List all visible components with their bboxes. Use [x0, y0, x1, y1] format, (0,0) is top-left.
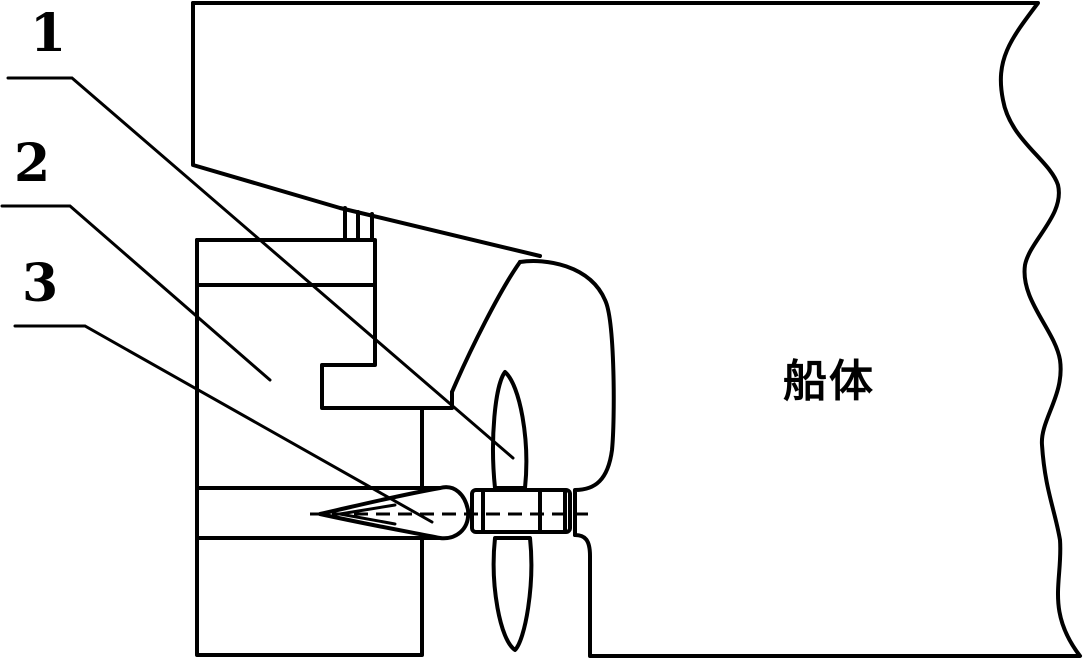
skeg-front-edge — [450, 260, 522, 394]
leader-line-2 — [0, 204, 272, 382]
housing-block — [195, 238, 454, 410]
label-1: 1 — [30, 3, 67, 64]
nozzle-cone — [318, 485, 471, 541]
label-3: 3 — [22, 253, 59, 314]
propeller-upper-blade — [491, 370, 529, 490]
lower-pod-body — [195, 238, 424, 657]
stern-skeg — [518, 259, 616, 537]
hull-bottom-slope — [191, 1, 542, 258]
leader-line-3 — [13, 324, 434, 524]
propeller-lower-blade — [491, 536, 534, 652]
hull-outline — [191, 1, 1082, 658]
label-2: 2 — [14, 133, 51, 194]
leader-line-1 — [6, 76, 515, 460]
shaft-hub — [470, 488, 572, 534]
hull-label: 船体 — [783, 356, 875, 407]
